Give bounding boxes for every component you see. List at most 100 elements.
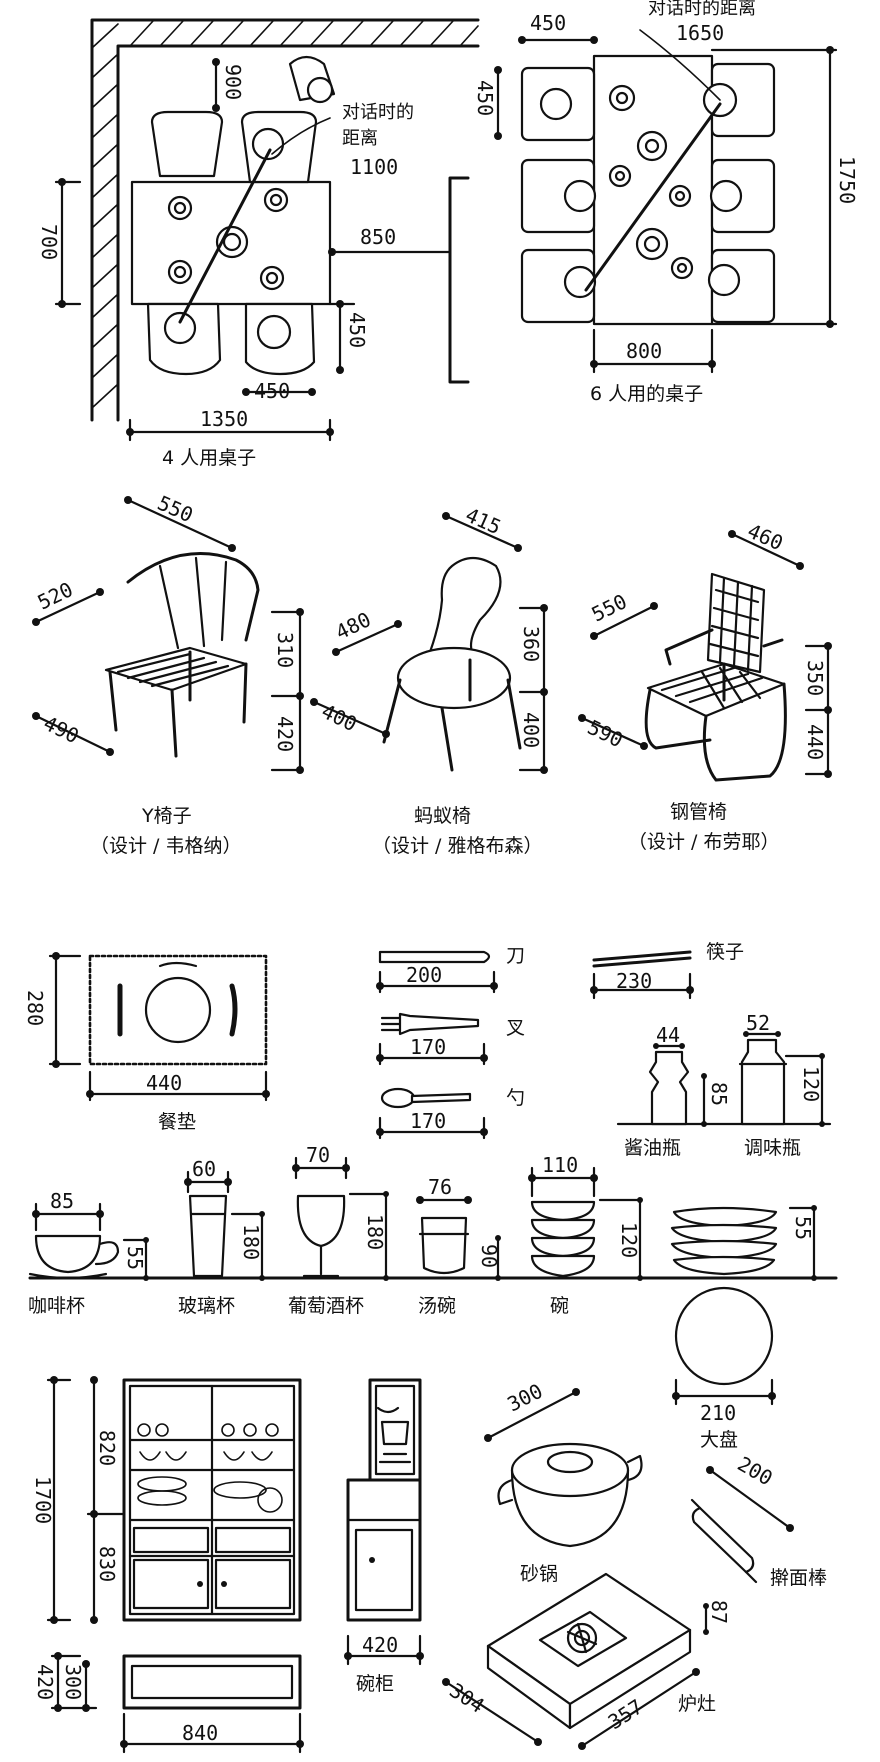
table6-plan: 对话时的距离 1650 450 450 1750 800 6 人用的桌子 [473, 0, 859, 405]
cabinet-dim-depth-inner: 300 [61, 1664, 85, 1700]
table4-talk-label-1: 对话时的 [342, 102, 414, 123]
cabinet-dim-total-height: 1700 [31, 1476, 55, 1524]
ant-chair-dim-bottom: 400 [318, 699, 361, 736]
y-chair: 550 520 490 310 420 Y椅子 （设计 / 韦格纳） [32, 491, 304, 857]
y-chair-dim-seat: 420 [273, 716, 297, 752]
plate-label: 大盘 [700, 1429, 738, 1451]
rolling-pin: 200 擀面棒 [690, 1452, 827, 1589]
glass-height: 180 [239, 1224, 263, 1260]
soup-bowl-height: 90 [477, 1244, 501, 1268]
ant-chair: 415 480 400 360 400 蚂蚁椅 （设计 / 雅格布森） [310, 503, 548, 857]
y-chair-dim-top: 550 [154, 491, 197, 528]
coffee-cup-width: 85 [50, 1189, 74, 1213]
coffee-cup-label: 咖啡杯 [28, 1295, 85, 1317]
bowl-width: 110 [542, 1153, 578, 1177]
spoon-label: 勺 [506, 1087, 525, 1109]
bottles: 44 85 酱油瓶 52 120 调味瓶 [616, 1011, 832, 1159]
cabinet-dim-depth-total: 420 [33, 1664, 57, 1700]
tube-chair-dim-seat: 440 [803, 724, 827, 760]
ant-chair-dim-left: 480 [332, 607, 375, 644]
knife-size: 200 [406, 963, 442, 987]
glass-width: 60 [192, 1157, 216, 1181]
ant-chair-dim-top: 415 [462, 503, 505, 540]
table4-dim-chair-gap: 450 [345, 312, 369, 348]
table4-dim-width: 1350 [200, 407, 248, 431]
tube-chair-name: 钢管椅 [670, 801, 727, 823]
table6-dim-width: 800 [626, 339, 662, 363]
placemat-dim-width: 440 [146, 1071, 182, 1095]
wine-glass-width: 70 [306, 1143, 330, 1167]
chopsticks-size: 230 [616, 969, 652, 993]
pot-label: 砂锅 [520, 1563, 558, 1585]
bowl-label: 碗 [550, 1295, 569, 1317]
tableware-row: 85 55 咖啡杯 60 180 玻璃杯 70 180 葡萄酒杯 76 90 汤… [28, 1143, 838, 1451]
cupboard-label: 碗柜 [356, 1673, 394, 1695]
wine-glass-height: 180 [363, 1214, 387, 1250]
soy-bottle-height: 85 [707, 1082, 731, 1106]
ant-chair-dim-back: 360 [519, 626, 543, 662]
tube-chair-dim-top: 460 [744, 519, 787, 556]
soy-bottle-width: 44 [656, 1023, 680, 1047]
table6-dim-top-width: 450 [530, 11, 566, 35]
cutlery: 200 刀 170 叉 170 勺 [376, 945, 525, 1140]
ant-chair-designer: （设计 / 雅格布森） [372, 835, 542, 857]
wine-glass-label: 葡萄酒杯 [288, 1295, 364, 1317]
table4-talk-value: 1100 [350, 155, 398, 179]
table4-talk-label-2: 距离 [342, 128, 378, 149]
y-chair-designer: （设计 / 韦格纳） [90, 835, 241, 857]
table4-plan: 对话时的 距离 1100 900 700 450 450 1350 850 4 … [37, 18, 480, 469]
ant-chair-name: 蚂蚁椅 [414, 805, 471, 827]
chopsticks: 230 筷子 [590, 941, 744, 1000]
placemat-label: 餐垫 [158, 1111, 196, 1133]
coffee-cup-height: 55 [123, 1246, 147, 1270]
table6-talk-value: 1650 [676, 21, 724, 45]
seasoning-bottle-label: 调味瓶 [744, 1137, 801, 1159]
stove-label: 炉灶 [678, 1693, 716, 1715]
table4-dim-chair-width: 450 [254, 379, 290, 403]
plate-height: 55 [791, 1216, 815, 1240]
fork-size: 170 [410, 1035, 446, 1059]
y-chair-dim-left: 520 [34, 577, 77, 614]
tube-chair-designer: （设计 / 布劳耶） [628, 831, 779, 853]
soup-bowl-label: 汤碗 [418, 1295, 456, 1317]
cabinet: 1700 820 830 420 300 840 [31, 1376, 304, 1754]
table4-caption: 4 人用桌子 [162, 447, 256, 469]
spoon-size: 170 [410, 1109, 446, 1133]
table6-caption: 6 人用的桌子 [590, 383, 703, 405]
placemat: 280 440 餐垫 [23, 952, 270, 1133]
seasoning-bottle-height: 120 [799, 1066, 823, 1102]
glass-label: 玻璃杯 [178, 1295, 235, 1317]
plate-width: 210 [700, 1401, 736, 1425]
clay-pot: 300 砂锅 [484, 1379, 643, 1585]
rolling-pin-label: 擀面棒 [770, 1567, 827, 1589]
table6-talk-label: 对话时的距离 [648, 0, 756, 19]
fork-label: 叉 [506, 1017, 525, 1039]
cabinet-dim-upper: 820 [95, 1430, 119, 1466]
cupboard: 420 碗柜 [344, 1378, 424, 1695]
chopsticks-label: 筷子 [706, 941, 744, 963]
seasoning-bottle-width: 52 [746, 1011, 770, 1035]
table4-dim-table-depth: 700 [37, 224, 61, 260]
y-chair-name: Y椅子 [141, 805, 192, 827]
stove-height: 87 [707, 1600, 731, 1624]
table6-dim-chair-depth: 450 [473, 80, 497, 116]
table4-dim-chair-depth: 900 [221, 64, 245, 100]
stove: 87 304 357 炉灶 [442, 1572, 731, 1750]
placemat-dim-height: 280 [23, 990, 47, 1026]
cabinet-dim-width: 840 [182, 1721, 218, 1745]
bowl-height: 120 [617, 1222, 641, 1258]
table6-dim-length: 1750 [835, 156, 859, 204]
soy-bottle-label: 酱油瓶 [624, 1137, 681, 1159]
soup-bowl-width: 76 [428, 1175, 452, 1199]
tube-chair-dim-back: 350 [803, 660, 827, 696]
cabinet-dim-lower: 830 [95, 1546, 119, 1582]
cupboard-width: 420 [362, 1633, 398, 1657]
table4-dim-aisle: 850 [360, 225, 396, 249]
tube-chair: 460 550 590 350 440 钢管椅 （设计 / 布劳耶） [578, 519, 832, 853]
stove-width: 304 [445, 1678, 488, 1718]
knife-label: 刀 [506, 945, 525, 967]
rolling-pin-size: 200 [734, 1452, 777, 1491]
y-chair-dim-back: 310 [273, 632, 297, 668]
y-chair-dim-bottom: 490 [40, 711, 83, 748]
